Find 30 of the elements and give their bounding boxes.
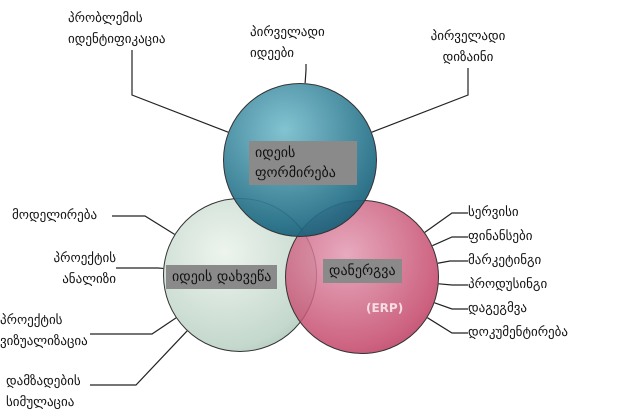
leader-text: ფინანსები [468,228,534,246]
leader-text: პრობლემის იდენტიფიკაცია [68,10,166,49]
leader-line [438,283,468,286]
leader-line [90,317,176,335]
circle-subtitle: (ERP) [366,301,404,315]
leader-line [116,267,164,270]
leader-line [131,50,228,133]
leader-text: დამზადების სიმულაცია [6,373,82,412]
leader-line [372,68,469,133]
leader-text: პირველადი დიზაინი [430,28,506,67]
leader-text: პირველადი იდეები [250,24,326,63]
leader-line [427,317,468,334]
circle-label: იდეის დახვეწა [166,265,278,289]
leader-line [424,212,468,233]
leader-text: მოდელირება [12,207,98,225]
leader-line [112,215,175,235]
circle-label: დანერგვა [323,259,402,283]
circle-label: იდეის ფორმირება [249,141,357,185]
leader-line [438,260,468,264]
leader-text: დოკუმენტირება [468,324,569,342]
leader-line [434,302,468,310]
leader-text: პროექტის ვიზუალიზაცია [0,312,89,351]
leader-text: დაგეგმვა [468,300,528,318]
leader-text: სერვისი [468,204,520,222]
leader-line [304,64,307,84]
leader-text: მარკეტინგი [468,252,542,270]
leader-text: პროექტის ანალიზი [52,250,116,289]
leader-line [90,330,188,386]
leader-text: პროდუსინგი [468,276,548,294]
leader-line [432,236,468,246]
